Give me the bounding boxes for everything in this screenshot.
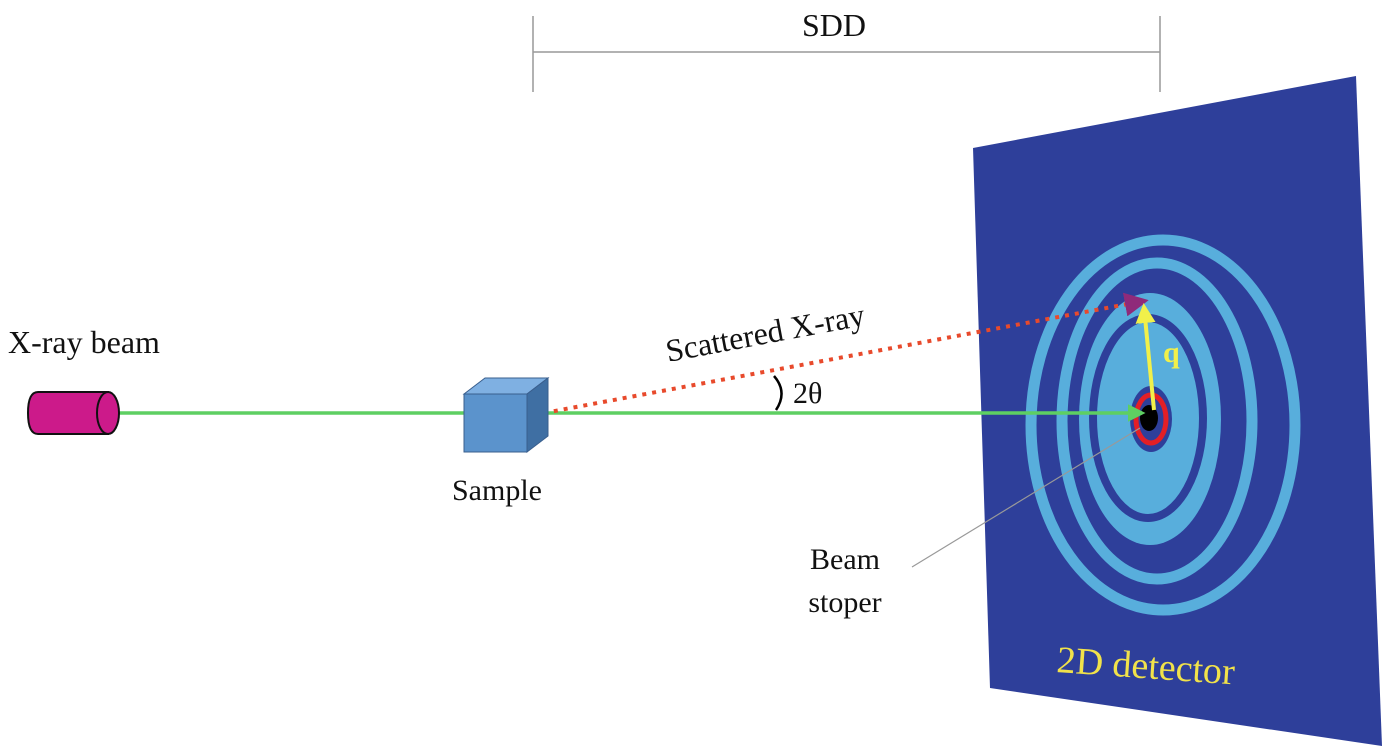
ring-outer (1025, 234, 1301, 616)
sdd-label: SDD (802, 7, 866, 43)
beam-stopper-label-line1: Beam (810, 543, 880, 576)
xray-beam-label: X-ray beam (8, 324, 160, 360)
diffraction-rings (1025, 234, 1301, 616)
q-label: q (1163, 336, 1180, 369)
sample-label: Sample (452, 474, 542, 507)
beam-stopper-leader (911, 427, 1141, 568)
sample-cube-icon (462, 376, 550, 454)
ring-middle (1056, 257, 1258, 585)
scattered-xray-label: Scattered X-ray (663, 296, 868, 368)
sdd-bracket (532, 16, 1161, 92)
scattered-ray (543, 292, 1149, 415)
beam-stopper-label-line2: stoper (808, 586, 881, 619)
xray-source-icon (26, 391, 120, 435)
angle-arc (773, 375, 783, 411)
angle-label: 2θ (793, 377, 822, 410)
q-vector (1135, 303, 1156, 411)
